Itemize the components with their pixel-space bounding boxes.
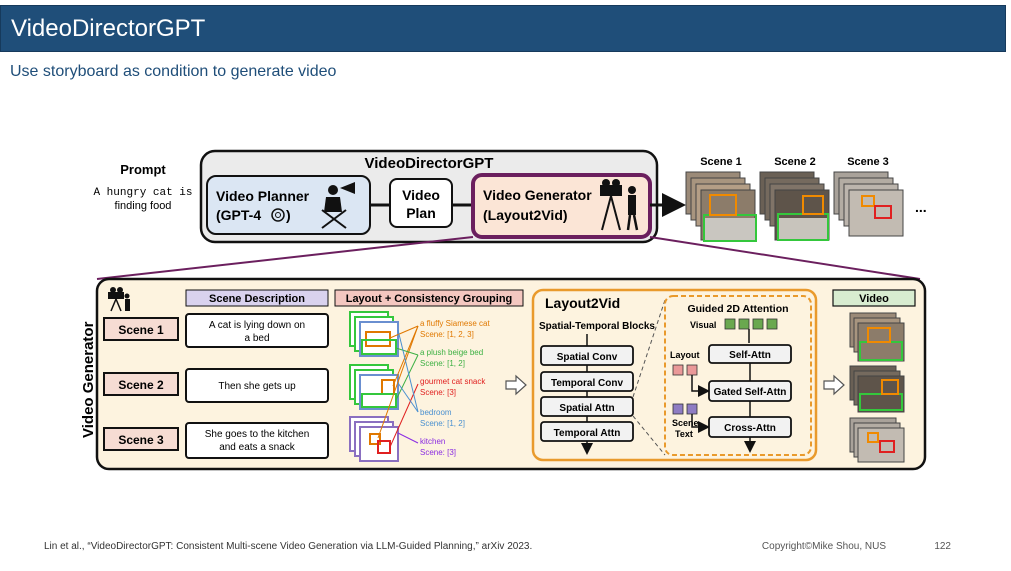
- scene-description-header-text: Scene Description: [209, 293, 305, 305]
- entity-3-name: gourmet cat snack: [420, 377, 486, 386]
- scene-1-label: Scene 1: [118, 323, 164, 337]
- layout-stack-2: [349, 364, 399, 410]
- layout2vid-title: Layout2Vid: [545, 295, 620, 311]
- citation: Lin et al., “VideoDirectorGPT: Consisten…: [44, 541, 532, 552]
- top-scene-2-label: Scene 2: [774, 156, 816, 168]
- plan-line-1: Video: [402, 187, 440, 203]
- scene-3-description: [185, 422, 329, 459]
- visual-label: Visual: [690, 320, 716, 330]
- video-generator-box: [471, 173, 652, 239]
- visual-tokens: [724, 318, 778, 330]
- scene-2-label-box: [103, 372, 179, 396]
- planner-line-2: (GPT-4: [216, 207, 261, 223]
- copyright: Copyright©Mike Shou, NUS: [762, 541, 886, 552]
- cross-attn-label: Cross-Attn: [724, 423, 776, 434]
- prompt-label: Prompt: [120, 162, 166, 177]
- top-scene-2-frames: [759, 171, 830, 241]
- layout-stack-1: [349, 311, 399, 357]
- video-header-text: Video: [859, 293, 889, 305]
- layout-header-text: Layout + Consistency Grouping: [346, 293, 513, 305]
- top-scene-3-frames: [833, 171, 904, 237]
- entity-5-name: kitchen: [420, 437, 445, 446]
- video-frames-3: [849, 417, 905, 463]
- entity-4-scenes: Scene: [1, 2]: [420, 419, 465, 428]
- camera-icon: [108, 287, 130, 312]
- entity-5-scenes: Scene: [3]: [420, 448, 456, 457]
- slide-subtitle: Use storyboard as condition to generate …: [10, 63, 337, 80]
- scene-1-description: [185, 313, 329, 348]
- scene-1-label-box: [103, 317, 179, 341]
- openai-icon: [271, 208, 285, 222]
- layout2vid-subtitle: Spatial-Temporal Blocks: [539, 321, 655, 332]
- scene-3-label: Scene 3: [118, 433, 164, 447]
- prompt-line-2: finding food: [115, 200, 172, 212]
- system-title: VideoDirectorGPT: [365, 155, 494, 172]
- video-generator-vertical-label: Video Generator: [80, 321, 97, 438]
- scene-text-label-1: Scene: [672, 418, 699, 428]
- entity-4-name: bedroom: [420, 408, 452, 417]
- entity-2-scenes: Scene: [1, 2]: [420, 359, 465, 368]
- prompt-line-1: A hungry cat is: [93, 187, 192, 199]
- scene-2-desc-line-1: Then she gets up: [218, 381, 296, 392]
- scene-3-desc-line-1: She goes to the kitchen: [205, 429, 310, 440]
- svg-text:): ): [286, 207, 291, 223]
- director-icon: [321, 182, 355, 229]
- video-plan-box: [389, 178, 453, 228]
- guided-attention-title: Guided 2D Attention: [687, 303, 788, 315]
- planner-line-1: Video Planner: [216, 188, 310, 204]
- scene-description-header: [185, 289, 329, 307]
- scene-1-desc-line-2: a bed: [244, 333, 269, 344]
- spatial-conv-label: Spatial Conv: [557, 352, 618, 363]
- grouping-lines: [377, 325, 419, 448]
- arrow-to-video: [823, 374, 845, 396]
- slide-title: VideoDirectorGPT: [11, 15, 206, 42]
- spatial-attn-label: Spatial Attn: [559, 403, 614, 414]
- page-number: 122: [934, 541, 951, 552]
- gated-self-attn-label: Gated Self-Attn: [714, 387, 787, 398]
- layout-stack-3: [349, 416, 399, 462]
- entity-1-name: a fluffy Siamese cat: [420, 319, 490, 328]
- guided-attention-box: [664, 295, 812, 456]
- scene-2-label: Scene 2: [118, 378, 164, 392]
- generator-line-1: Video Generator: [483, 187, 592, 203]
- video-frames-2: [849, 365, 905, 413]
- scene-1-desc-line-1: A cat is lying down on: [209, 320, 305, 331]
- camera-operator-icon: [600, 179, 639, 231]
- scene-3-desc-line-2: and eats a snack: [219, 442, 296, 453]
- st-blocks: Spatial Conv Temporal Conv Spatial Attn …: [540, 345, 634, 455]
- layout-header: [334, 289, 524, 307]
- scene-text-label-2: Text: [675, 429, 693, 439]
- video-header: [832, 289, 916, 307]
- top-scene-1-frames: [685, 171, 757, 242]
- entity-2-name: a plush beige bed: [420, 348, 483, 357]
- layout-label: Layout: [670, 350, 700, 360]
- top-scene-3-label: Scene 3: [847, 156, 889, 168]
- temporal-attn-label: Temporal Attn: [554, 428, 621, 439]
- top-scene-1-label: Scene 1: [700, 156, 742, 168]
- self-attn-label: Self-Attn: [729, 350, 771, 361]
- title-bar: VideoDirectorGPT: [0, 5, 1006, 52]
- scene-2-description: [185, 368, 329, 403]
- temporal-conv-label: Temporal Conv: [551, 378, 623, 389]
- arrow-to-layout2vid: [505, 374, 527, 396]
- video-frames-1: [849, 312, 905, 362]
- entity-3-scenes: Scene: [3]: [420, 388, 456, 397]
- entity-1-scenes: Scene: [1, 2, 3]: [420, 330, 474, 339]
- generator-line-2: (Layout2Vid): [483, 207, 568, 223]
- scene-3-label-box: [103, 427, 179, 451]
- plan-line-2: Plan: [406, 205, 436, 221]
- ellipsis: ...: [915, 199, 927, 215]
- video-planner-box: [206, 175, 371, 235]
